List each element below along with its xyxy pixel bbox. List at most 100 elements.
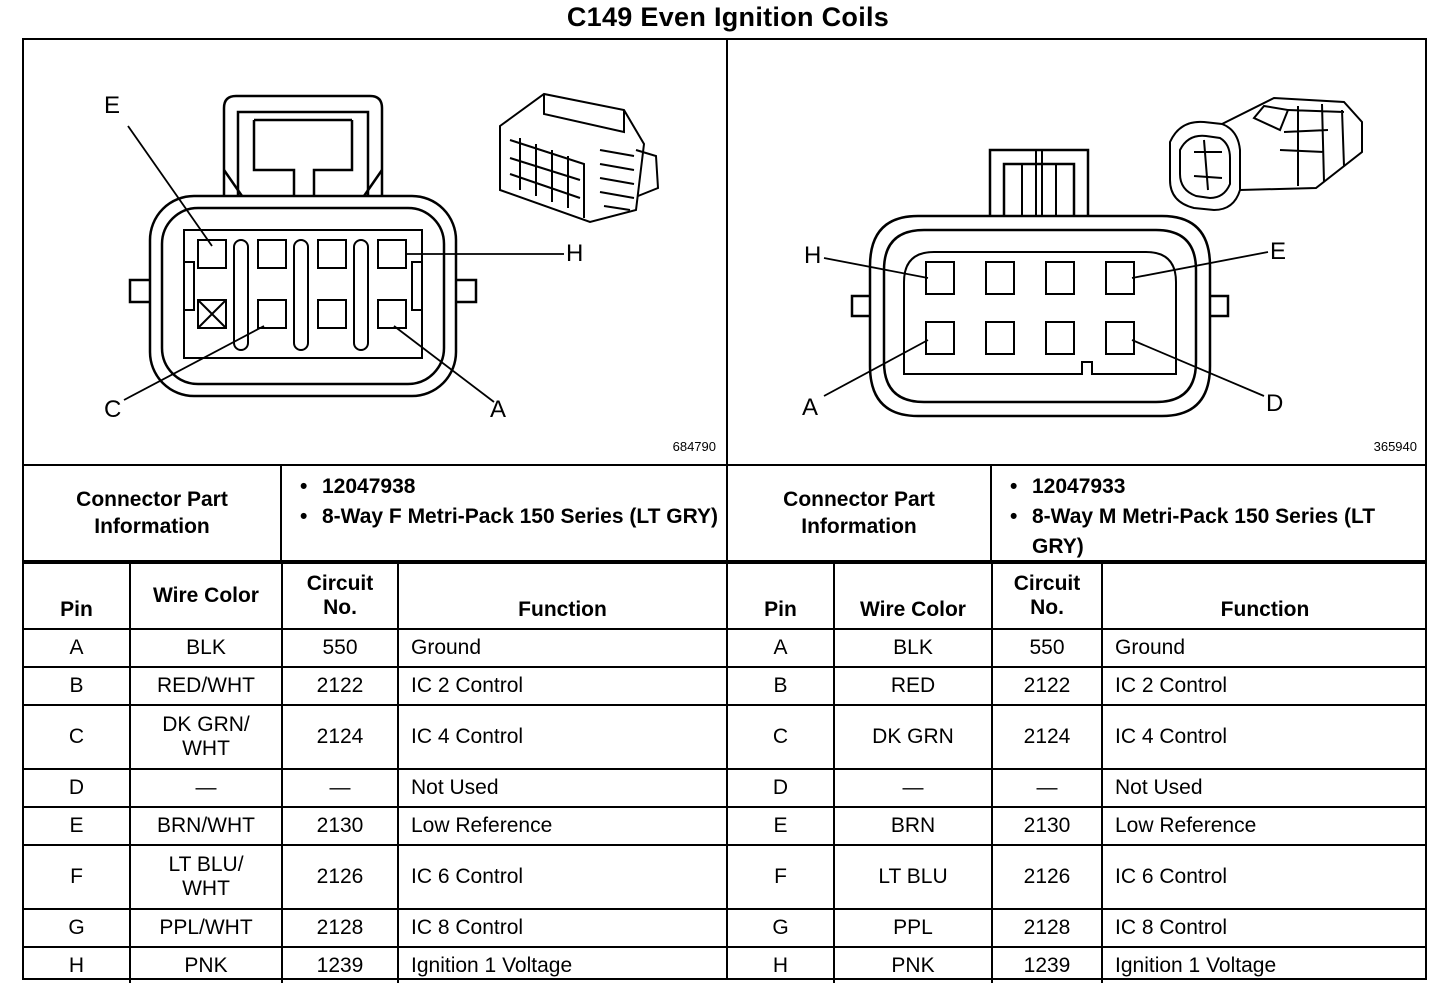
- pin-label-h: H: [804, 242, 822, 269]
- function-cell: Low Reference: [397, 806, 726, 846]
- wire-color-cell: BLK: [833, 628, 993, 668]
- function-cell: IC 4 Control: [1101, 704, 1427, 770]
- female-connector-drawing: [123, 92, 660, 403]
- leader-c: [123, 325, 265, 401]
- male-connector-panel: H E A D 365940 Connector Part Informatio…: [728, 40, 1427, 983]
- right-ear: [456, 278, 478, 304]
- latch-t: [252, 118, 354, 196]
- circuit-cell: —: [991, 768, 1103, 808]
- connector-description: 8-Way F Metri-Pack 150 Series (LT GRY): [300, 502, 726, 532]
- function-cell: Not Used: [397, 768, 726, 808]
- info-label: Connector Part Information: [24, 466, 282, 560]
- figure-id: 365940: [1373, 439, 1417, 454]
- circuit-cell: 2130: [991, 806, 1103, 846]
- pin-label-d: D: [1266, 390, 1284, 417]
- function-cell: IC 6 Control: [397, 844, 726, 910]
- pin-label-h: H: [566, 240, 584, 267]
- wire-color-cell: BLK: [129, 628, 283, 668]
- right-ear: [1210, 294, 1230, 318]
- function-cell: Ground: [397, 628, 726, 668]
- connector-face: [903, 251, 1177, 375]
- wire-color-cell: PPL: [833, 908, 993, 948]
- pin-cell: A: [24, 628, 131, 668]
- info-details: 12047938 8-Way F Metri-Pack 150 Series (…: [282, 466, 726, 560]
- circuit-cell: 2126: [281, 844, 399, 910]
- function-cell: Low Reference: [1101, 806, 1427, 846]
- wire-color-cell: —: [129, 768, 283, 808]
- cavity-d: [197, 299, 227, 329]
- connector-body-mid: [160, 206, 446, 386]
- cavity-d-plug: [197, 299, 227, 329]
- pin-cell: D: [728, 768, 835, 808]
- circuit-cell: 1239: [281, 946, 399, 983]
- right-key: [411, 261, 422, 311]
- circuit-cell: 550: [281, 628, 399, 668]
- pin-cell: B: [24, 666, 131, 706]
- male-connector-iso-sketch: [1169, 96, 1363, 212]
- female-connector-iso-sketch: [499, 92, 660, 224]
- wire-color-cell: PNK: [129, 946, 283, 983]
- pin-cell: H: [24, 946, 131, 983]
- connector-description: 8-Way M Metri-Pack 150 Series (LT GRY): [1010, 502, 1427, 562]
- pin-a: [925, 321, 955, 355]
- function-cell: IC 6 Control: [1101, 844, 1427, 910]
- pin-c: [1045, 321, 1075, 355]
- pin-cell: G: [24, 908, 131, 948]
- header-wire-color: Wire Color: [129, 562, 283, 630]
- circuit-cell: 2122: [991, 666, 1103, 706]
- connector-body-outer: [868, 214, 1212, 418]
- table-row: D——Not Used: [728, 768, 1427, 808]
- circuit-cell: 1239: [991, 946, 1103, 983]
- latch-outline: [988, 148, 1090, 216]
- connector-body-mid: [882, 228, 1198, 404]
- cavity-g: [317, 239, 347, 269]
- header-function: Function: [397, 562, 726, 630]
- header-wire-color: Wire Color: [833, 562, 993, 630]
- pin-cell: E: [24, 806, 131, 846]
- info-label: Connector Part Information: [728, 466, 992, 560]
- left-ear: [128, 278, 150, 304]
- latch-inner: [236, 110, 370, 196]
- info-details: 12047933 8-Way M Metri-Pack 150 Series (…: [992, 466, 1427, 560]
- wire-color-cell: RED: [833, 666, 993, 706]
- female-connector-diagram: E H C A 684790: [24, 40, 726, 466]
- function-cell: Ground: [1101, 628, 1427, 668]
- pin-cell: C: [24, 704, 131, 770]
- connector-face: [183, 229, 423, 359]
- wire-color-cell: LT BLU: [833, 844, 993, 910]
- circuit-cell: 2124: [281, 704, 399, 770]
- function-cell: IC 2 Control: [397, 666, 726, 706]
- rib-3: [353, 239, 369, 351]
- circuit-cell: 2122: [281, 666, 399, 706]
- rib-1: [233, 239, 249, 351]
- cavity-f: [257, 239, 287, 269]
- header-circuit: Circuit No.: [991, 562, 1103, 630]
- pin-label-a: A: [802, 394, 819, 421]
- table-row: D——Not Used: [24, 768, 726, 808]
- table-header-row: Pin Wire Color Circuit No. Function: [728, 562, 1427, 630]
- header-circuit: Circuit No.: [281, 562, 399, 630]
- wire-color-cell: —: [833, 768, 993, 808]
- function-cell: IC 8 Control: [1101, 908, 1427, 948]
- latch-wedges: [222, 169, 384, 197]
- pin-cell: D: [24, 768, 131, 808]
- wire-color-cell: BRN/WHT: [129, 806, 283, 846]
- left-ear: [850, 294, 870, 318]
- header-pin: Pin: [728, 562, 835, 630]
- circuit-cell: 2128: [281, 908, 399, 948]
- pin-f: [1045, 261, 1075, 295]
- cavity-h: [377, 239, 407, 269]
- circuit-cell: 2130: [281, 806, 399, 846]
- pin-label-c: C: [104, 396, 122, 423]
